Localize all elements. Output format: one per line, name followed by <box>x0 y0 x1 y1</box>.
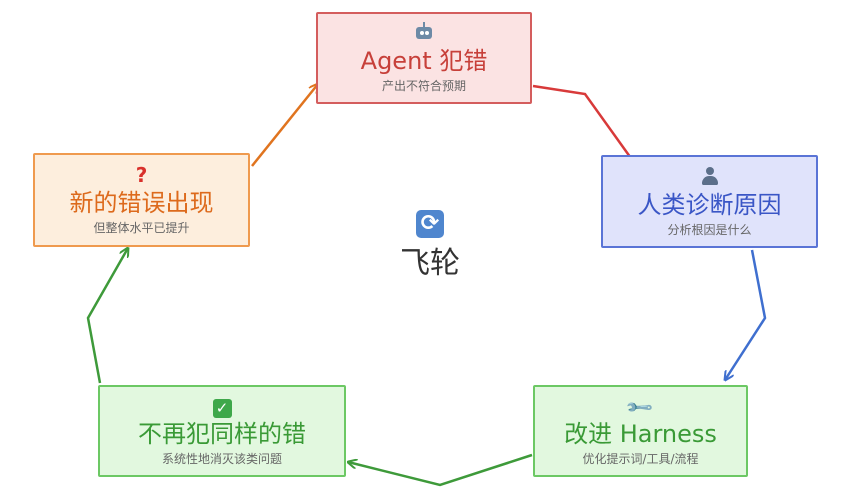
node-subtitle: 分析根因是什么 <box>667 222 752 237</box>
arrow-same-to-new <box>86 248 128 384</box>
node-human-diagnosis: 人类诊断原因 分析根因是什么 <box>601 155 818 248</box>
node-title: Agent 犯错 <box>360 47 488 75</box>
flywheel-label: 飞轮 <box>400 246 460 281</box>
question-icon: ? <box>135 163 148 187</box>
arrow-agent-to-human <box>532 84 638 168</box>
node-improve-harness: 🔧 改进 Harness 优化提示词/工具/流程 <box>533 385 748 477</box>
robot-icon <box>414 22 434 44</box>
flywheel-center: ⟳ 飞轮 <box>380 210 480 284</box>
person-icon <box>700 166 720 188</box>
node-subtitle: 但整体水平已提升 <box>93 221 190 235</box>
node-title: 改进 Harness <box>564 420 717 448</box>
node-subtitle: 系统性地消灭该类问题 <box>161 452 282 466</box>
wrench-icon: 🔧 <box>624 392 656 423</box>
node-title: 不再犯同样的错 <box>138 420 306 448</box>
arrow-new-to-agent <box>251 84 318 167</box>
node-title: 人类诊断原因 <box>637 190 782 219</box>
node-subtitle: 优化提示词/工具/流程 <box>582 452 699 466</box>
arrow-human-to-improve <box>725 249 767 380</box>
checkmark-icon: ✓ <box>212 395 232 418</box>
node-agent-error: Agent 犯错 产出不符合预期 <box>316 12 532 104</box>
node-title: 新的错误出现 <box>69 189 214 217</box>
node-subtitle: 产出不符合预期 <box>381 79 466 93</box>
node-no-repeat-error: ✓ 不再犯同样的错 系统性地消灭该类问题 <box>98 385 346 477</box>
arrow-improve-to-same <box>348 453 533 487</box>
cycle-arrows-icon: ⟳ <box>416 210 444 238</box>
node-new-error: ? 新的错误出现 但整体水平已提升 <box>33 153 250 247</box>
